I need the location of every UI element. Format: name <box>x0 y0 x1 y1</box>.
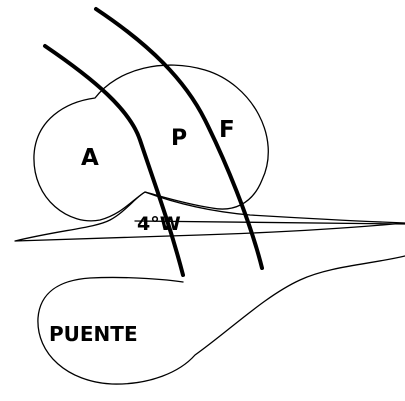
angle-label: 4°W <box>137 213 181 235</box>
region-p-label: P <box>171 126 187 151</box>
left-boundary-curve <box>43 44 185 277</box>
reference-line <box>134 220 405 225</box>
bridge-lobe-outline <box>37 255 405 385</box>
wedge-shape <box>14 191 405 242</box>
region-a-label: A <box>81 145 99 171</box>
right-boundary-curve <box>94 7 264 270</box>
bridge-label: PUENTE <box>49 322 138 346</box>
upper-lobe-outline <box>33 64 269 222</box>
region-f-label: F <box>219 117 235 143</box>
